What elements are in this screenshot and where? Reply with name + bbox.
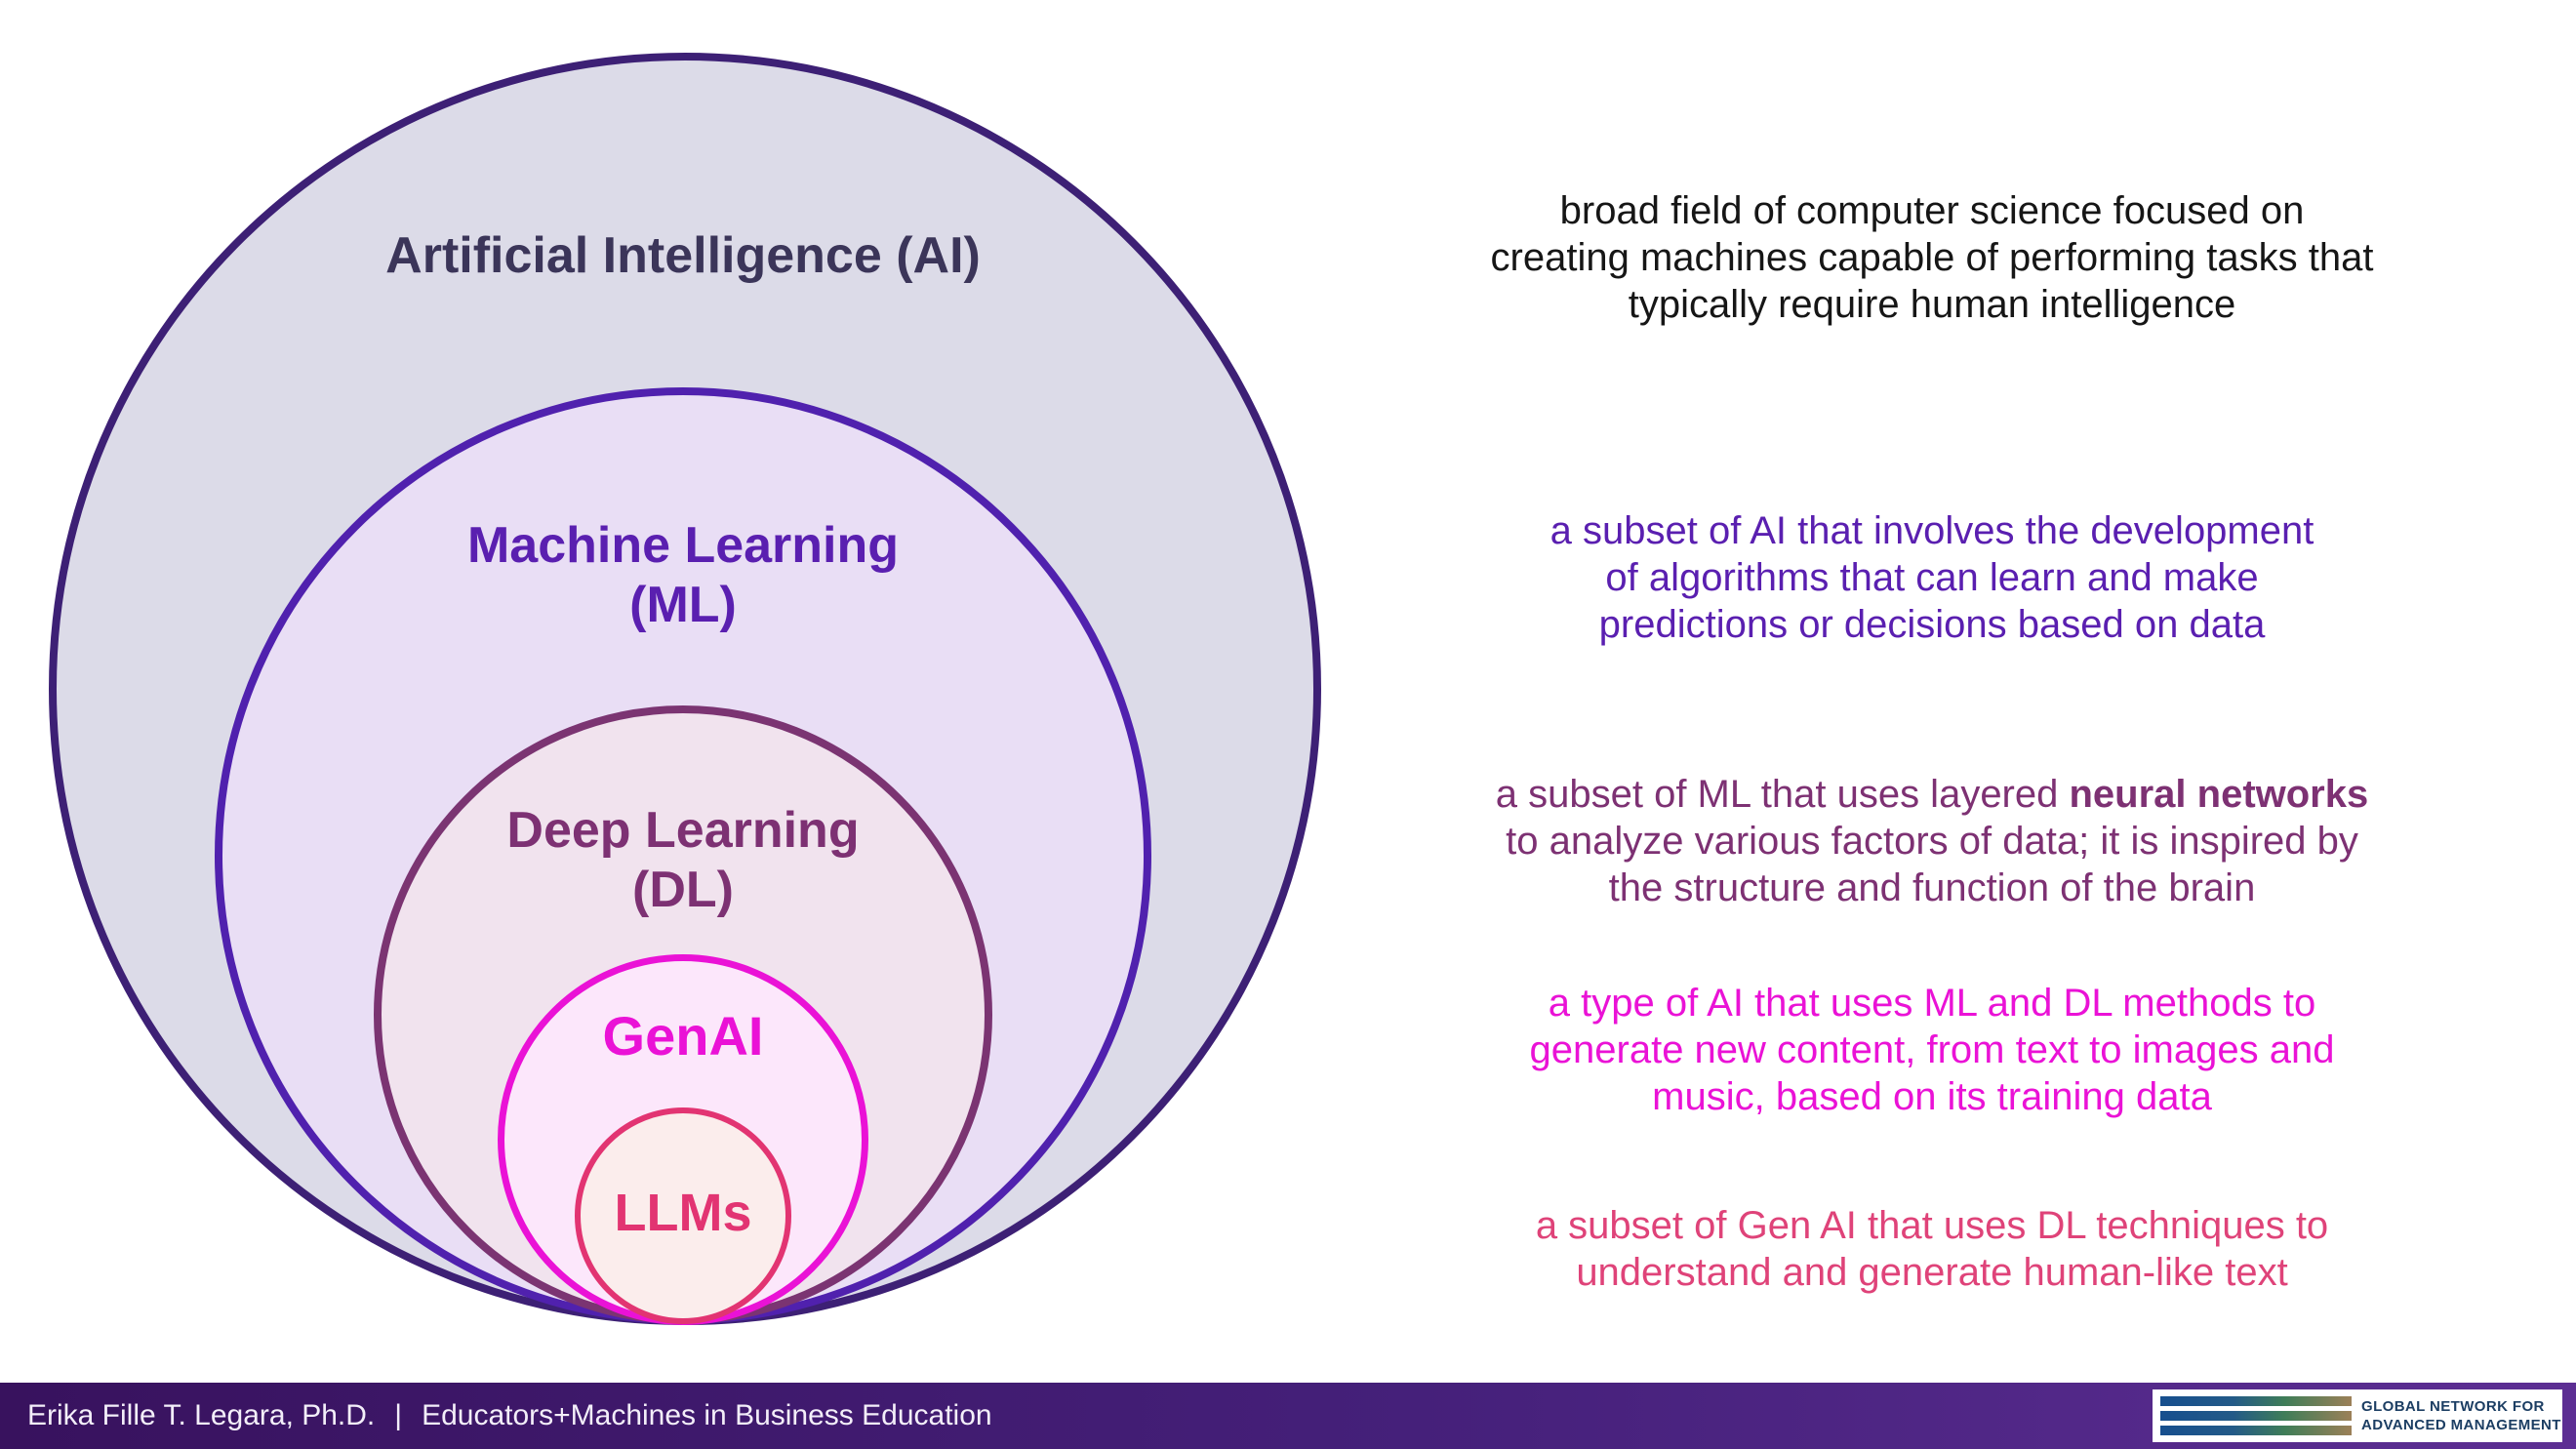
definition-dl-before: a subset of ML that uses layered [1495, 773, 2070, 816]
definition-dl: a subset of ML that uses layered neural … [1327, 771, 2537, 911]
gnam-logo-text: GLOBAL NETWORK FOR ADVANCED MANAGEMENT [2361, 1397, 2561, 1435]
label-machine-learning: Machine Learning (ML) [466, 517, 900, 633]
logo-stripe [2160, 1411, 2352, 1421]
label-llms: LLMs [614, 1184, 752, 1242]
gnam-logo-line1: GLOBAL NETWORK FOR [2361, 1397, 2545, 1415]
label-genai: GenAI [602, 1005, 764, 1067]
definition-ai: broad field of computer science focused … [1490, 189, 2374, 326]
footer-separator: | [394, 1399, 403, 1431]
circle-llms [575, 1107, 791, 1324]
label-deep-learning: Deep Learning (DL) [506, 802, 860, 918]
gnam-logo-stripes-icon [2160, 1396, 2352, 1435]
gnam-logo: GLOBAL NETWORK FOR ADVANCED MANAGEMENT [2153, 1389, 2562, 1442]
logo-stripe [2160, 1396, 2352, 1406]
definition-dl-bold: neural networks [2069, 773, 2369, 816]
definition-genai: a type of AI that uses ML and DL methods… [1529, 982, 2335, 1118]
definition-ml: a subset of AI that involves the develop… [1550, 509, 2314, 646]
definition-dl-after: to analyze various factors of data; it i… [1506, 820, 2358, 909]
label-artificial-intelligence: Artificial Intelligence (AI) [385, 227, 981, 284]
logo-stripe [2160, 1426, 2352, 1435]
definition-llms: a subset of Gen AI that uses DL techniqu… [1535, 1204, 2329, 1294]
footer-author: Erika Fille T. Legara, Ph.D. [27, 1399, 376, 1431]
footer-presentation-title: Educators+Machines in Business Education [422, 1399, 992, 1431]
gnam-logo-line2: ADVANCED MANAGEMENT [2361, 1417, 2561, 1433]
footer-bar: Erika Fille T. Legara, Ph.D. | Educators… [0, 1383, 2576, 1449]
